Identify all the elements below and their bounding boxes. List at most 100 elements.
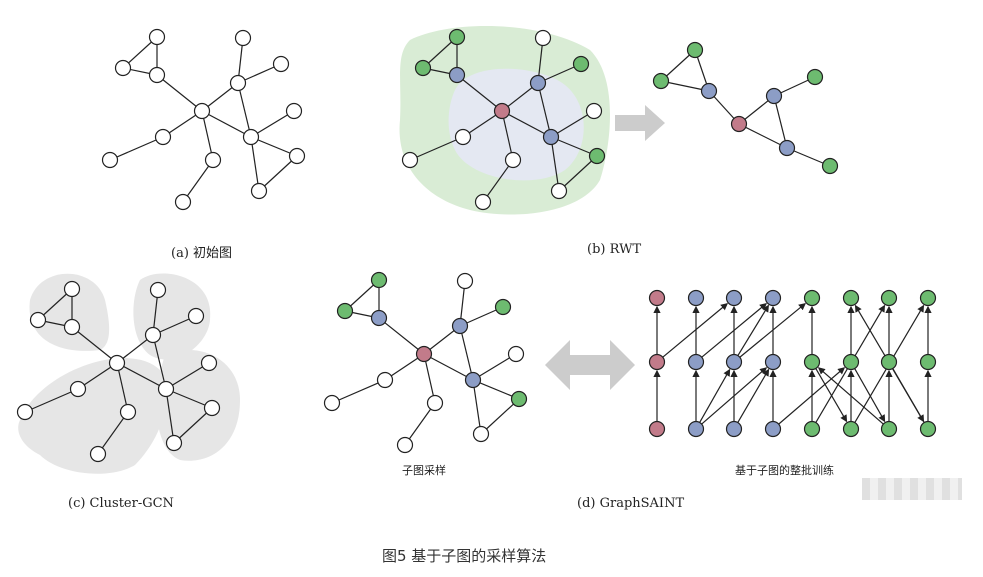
b-node-l2 [401,151,419,169]
grid-node-5-0 [842,289,860,307]
graph-edge [250,136,260,192]
grid-node-5-2 [842,420,860,438]
d-node-tri3 [370,309,388,327]
grid-node-3-1 [764,353,782,371]
c-node-r2 [200,354,218,372]
a-node-tri3 [148,66,166,84]
graph-edge [699,368,731,423]
c-node-m1 [144,326,162,344]
d-node-t1 [456,272,474,290]
a-node-t1 [234,29,252,47]
graph-edge [472,353,517,381]
caption-b: (b) RWT [587,242,642,257]
c-node-r4 [165,434,183,452]
watermark-blur [862,478,962,500]
c-node-l1 [69,380,87,398]
graph-edge [537,82,552,138]
graph-edge [116,362,167,390]
d-node-tri2 [336,302,354,320]
c-node-r3 [203,399,221,417]
b-node-tri2 [414,59,432,77]
grid-node-2-2 [725,420,743,438]
d-node-r4 [472,425,490,443]
c-node-t1 [149,281,167,299]
b-node-t1 [534,29,552,47]
grid-node-4-1 [803,353,821,371]
b-node-b1 [504,151,522,169]
a-node-c [193,102,211,120]
grid-node-5-1 [842,353,860,371]
graph-edge [404,402,436,446]
graph-edge [817,367,884,425]
graph-edge [165,388,213,409]
graph-edge [660,80,710,92]
grid-node-0-2 [648,420,666,438]
d-node-n2 [464,371,482,389]
c-node-tri1 [63,280,81,298]
d-node-tri1 [370,271,388,289]
graph-edge [482,159,514,203]
graph-edge [165,388,175,444]
a-node-r4 [250,182,268,200]
a-node-b2 [174,193,192,211]
d-node-r1 [494,298,512,316]
b-node-c [493,102,511,120]
d-node-b2 [396,436,414,454]
cluster-region-4 [18,358,166,474]
a-node-tri2 [114,59,132,77]
graph-edge [501,110,514,161]
graph-edge [550,110,595,138]
grid-node-7-0 [919,289,937,307]
a-node-tri1 [148,28,166,46]
c-node-r1 [187,307,205,325]
c-node-tri2 [29,311,47,329]
graph-edge [152,334,167,390]
d-node-l2 [323,394,341,412]
caption-d: (d) GraphSAINT [577,496,685,511]
d-node-r3 [510,390,528,408]
c-node-n2 [157,380,175,398]
graph-edge [201,110,214,161]
d-node-b1 [426,394,444,412]
graph-edge [456,74,503,112]
caption-c: (c) Cluster-GCN [68,496,174,511]
b-node-r3 [588,147,606,165]
grid-node-6-1 [880,353,898,371]
d-node-c [415,345,433,363]
grid-node-0-0 [648,289,666,307]
c-node-c [108,354,126,372]
arrow-right [615,105,665,141]
grid-node-4-0 [803,289,821,307]
graph-edge [250,136,298,157]
graph-edge [773,95,788,149]
rwt-sub-node-g3 [806,68,824,86]
graph-edge [558,155,598,192]
graph-edge [156,74,203,112]
grid-node-3-2 [764,420,782,438]
b-node-tri3 [448,66,466,84]
rwt-sub-node-b1 [700,82,718,100]
b-node-l1 [454,128,472,146]
graph-edge [737,304,769,356]
graph-edge [550,136,560,192]
graph-edge [472,379,520,400]
graph-edge [737,368,770,423]
graph-edge [201,110,252,138]
graph-edge [423,353,436,404]
graph-edge [459,325,474,381]
c-node-b2 [89,445,107,463]
b-node-tri1 [448,28,466,46]
grid-node-7-1 [919,353,937,371]
graph-edge [250,110,295,138]
grid-node-1-2 [687,420,705,438]
graph-edge [501,110,552,138]
grid-node-6-2 [880,420,898,438]
graph-edge [815,368,848,423]
graph-edge [173,407,213,444]
d-node-r2 [507,345,525,363]
grid-node-1-1 [687,353,705,371]
rwt-sub-node-r [730,115,748,133]
grid-node-1-0 [687,289,705,307]
a-node-l2 [101,151,119,169]
graph-edge [480,398,520,435]
